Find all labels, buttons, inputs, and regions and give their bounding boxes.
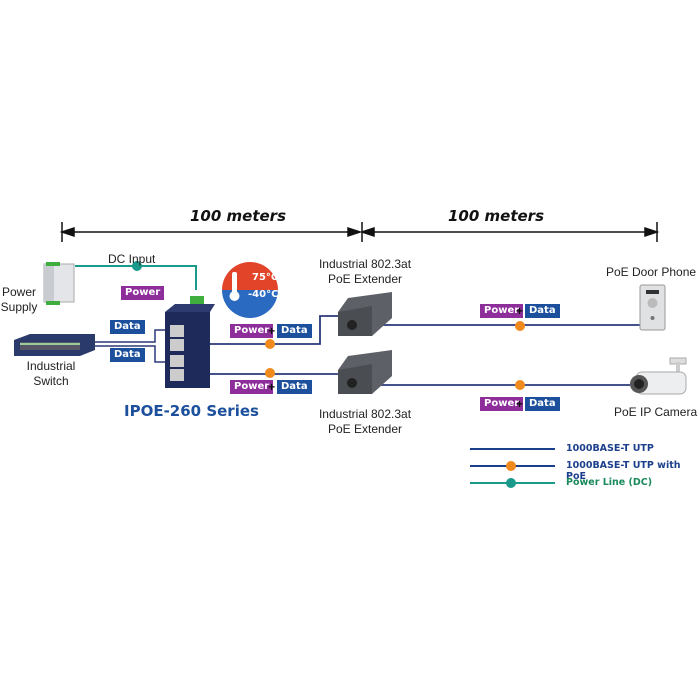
power-tag-d: Power — [480, 397, 524, 411]
data-tag-1: Data — [110, 320, 145, 334]
ip-camera-device — [630, 357, 687, 395]
distance-label-2: 100 meters — [448, 207, 545, 225]
poe-lines — [210, 315, 645, 386]
legend-dc: Power Line (DC) — [566, 477, 653, 488]
extender-bottom-device — [338, 350, 392, 394]
distance-arrow-2 — [359, 222, 660, 242]
temp-low: -40°C — [248, 289, 279, 300]
legend-lines — [470, 448, 555, 488]
temp-high: 75°C — [252, 272, 279, 283]
power-tag-a: Power — [230, 324, 274, 338]
industrial-switch-label: Industrial Switch — [26, 359, 76, 388]
dc-power-line — [75, 265, 197, 290]
power-tag-c: Power — [480, 304, 524, 318]
poe-badges — [265, 321, 525, 390]
dc-input-label: DC Input — [108, 252, 156, 266]
power-supply-device — [43, 262, 75, 305]
door-phone-device — [639, 284, 666, 331]
ip-camera-label: PoE IP Camera — [614, 405, 698, 419]
extender-top-label: Industrial 802.3at PoE Extender — [318, 257, 412, 286]
plus-a: + — [268, 324, 276, 338]
legend-utp: 1000BASE-T UTP — [566, 443, 654, 454]
plus-d: + — [516, 397, 524, 411]
product-series-title: IPOE-260 Series — [124, 402, 259, 420]
switch-uplink-lines — [95, 329, 172, 363]
plus-b: + — [268, 380, 276, 394]
extender-bottom-label: Industrial 802.3at PoE Extender — [318, 407, 412, 436]
distance-label-1: 100 meters — [190, 207, 287, 225]
ipoe-260-device — [165, 296, 215, 388]
power-supply-label: Power Supply — [0, 285, 38, 314]
data-tag-c: Data — [525, 304, 560, 318]
power-tag-b: Power — [230, 380, 274, 394]
door-phone-label: PoE Door Phone — [606, 265, 697, 279]
data-tag-2: Data — [110, 348, 145, 362]
plus-c: + — [516, 304, 524, 318]
legend-utp-poe: 1000BASE-T UTP with PoE — [566, 460, 681, 482]
dc-badge-icon — [132, 261, 142, 271]
data-tag-b: Data — [277, 380, 312, 394]
extender-top-device — [338, 292, 392, 336]
data-tag-d: Data — [525, 397, 560, 411]
temperature-icon — [222, 262, 278, 318]
power-tag-dc: Power — [121, 286, 165, 300]
industrial-switch-device — [14, 334, 95, 356]
distance-arrow-1 — [59, 222, 363, 242]
data-tag-a: Data — [277, 324, 312, 338]
